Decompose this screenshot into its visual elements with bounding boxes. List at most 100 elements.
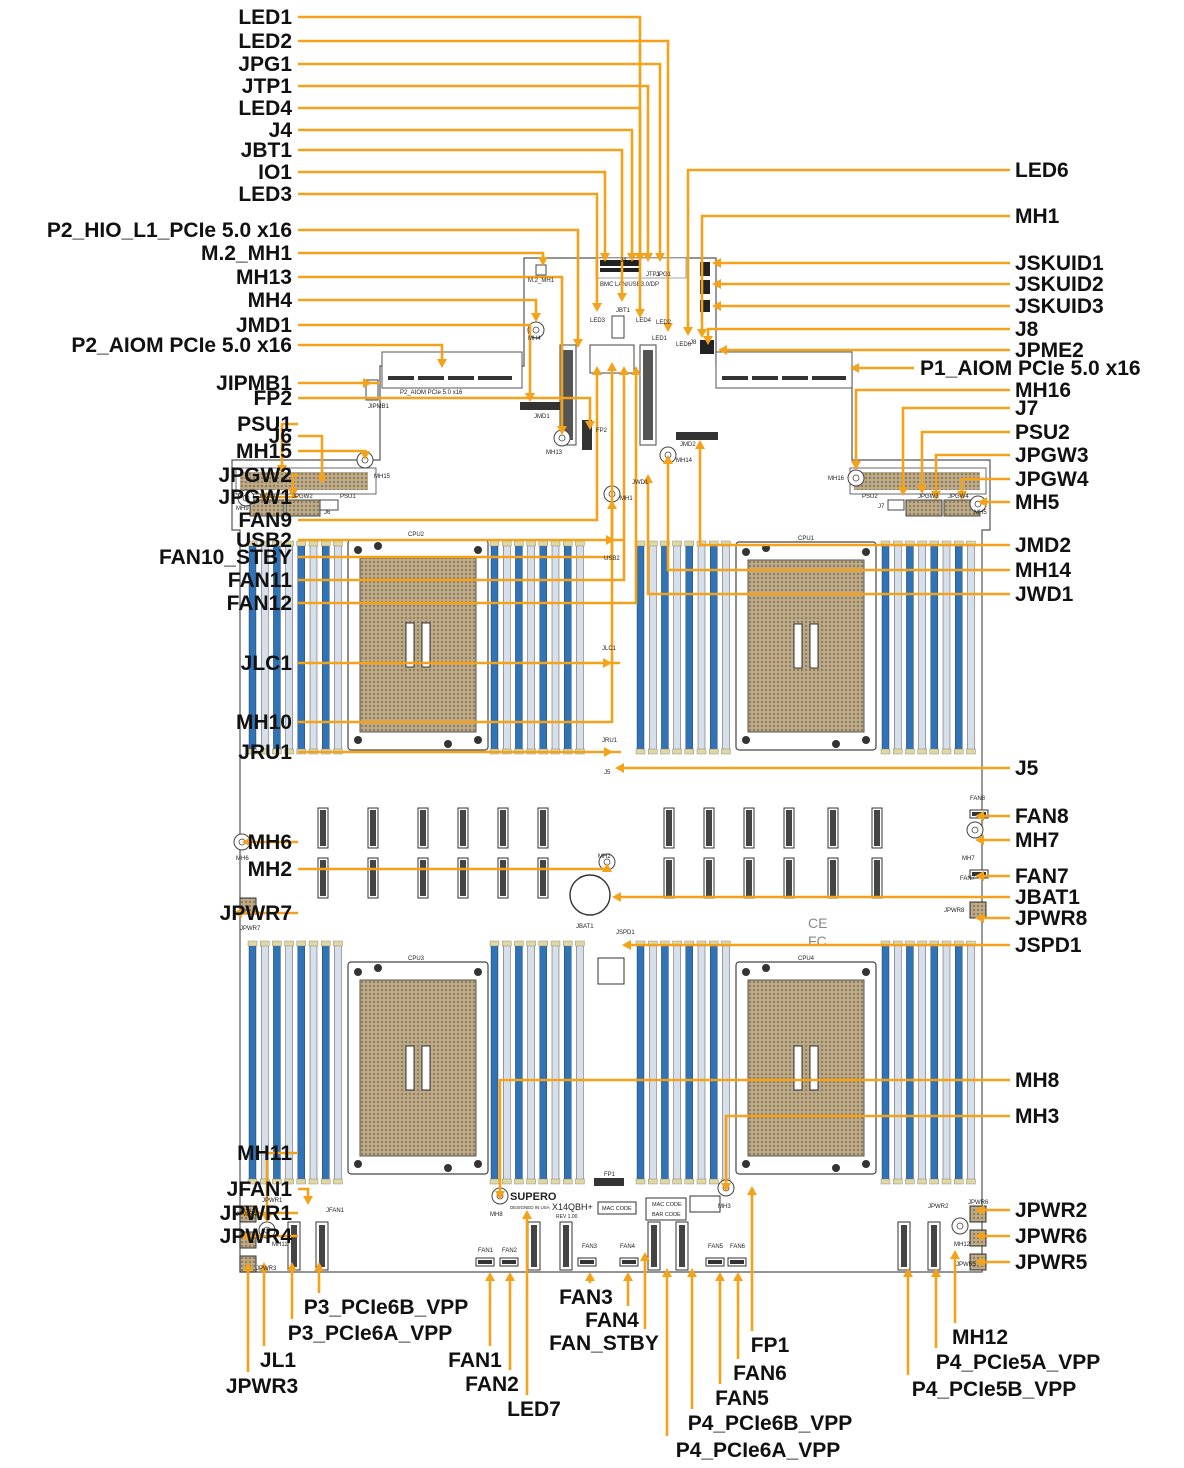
- leader-arrowhead: [712, 258, 721, 268]
- leader-line: [298, 374, 599, 522]
- mounting-hole-center: [263, 1226, 271, 1234]
- callout-fan6: FAN6: [733, 1362, 787, 1385]
- cpu-key: [421, 622, 431, 668]
- silk-led3: LED3: [590, 318, 606, 324]
- callout-fan11: FAN11: [228, 569, 293, 592]
- socket-screw: [474, 968, 482, 976]
- dimm-slot: [334, 544, 342, 751]
- callout-jpme2: JPME2: [1015, 339, 1084, 362]
- leader-line: [498, 1078, 1010, 1192]
- model-silk: X14QBH+: [552, 1202, 593, 1212]
- leader-arrowhead: [712, 301, 721, 311]
- leader-line: [298, 343, 444, 360]
- dimm-latch: [880, 748, 891, 755]
- leader-arrowhead: [643, 253, 653, 262]
- socket-screw: [762, 964, 770, 972]
- dimm-latch: [260, 1178, 270, 1185]
- cpu-key: [793, 623, 803, 669]
- dimm-slot: [942, 544, 951, 751]
- leader-arrowhead: [303, 1196, 313, 1205]
- cpu-key: [421, 1045, 431, 1091]
- leader-line: [298, 508, 614, 724]
- pcie-slot-contacts: [746, 860, 752, 896]
- dimm-latch: [929, 748, 939, 755]
- socket-screw: [374, 964, 382, 972]
- leader-arrowhead: [573, 339, 583, 348]
- leader-line: [265, 1151, 298, 1215]
- dimm-latch: [917, 1178, 927, 1185]
- dimm-latch: [284, 1178, 294, 1185]
- dimm-latch: [514, 1178, 524, 1185]
- callout-j4: J4: [269, 119, 293, 142]
- callout-jru1: JRU1: [238, 741, 292, 764]
- socket-screw: [354, 1160, 362, 1168]
- callout-p4-pcie5b-vpp: P4_PCIe5B_VPP: [912, 1378, 1077, 1401]
- dimm-slot: [955, 544, 963, 751]
- leader-arrowhead: [505, 1272, 515, 1281]
- leader-line: [666, 463, 1010, 572]
- dimm-slot: [942, 944, 951, 1181]
- dimm-slot: [490, 944, 499, 1181]
- rev-silk: REV 1.00: [556, 1214, 578, 1220]
- socket-screw: [354, 546, 362, 554]
- callout-fp2: FP2: [253, 387, 292, 410]
- callout-jpgw4: JPGW4: [1015, 468, 1089, 491]
- dimm-latch: [321, 540, 331, 547]
- leader-line: [298, 39, 670, 324]
- fan-header-pins: [730, 1260, 744, 1264]
- leader-arrowhead: [975, 1257, 984, 1267]
- dimm-latch: [514, 540, 524, 547]
- silk-jpwr5: JPWR5: [956, 1262, 977, 1268]
- leader-arrowhead: [485, 1272, 495, 1281]
- callout-fp1: FP1: [751, 1334, 790, 1357]
- dimm-latch: [247, 540, 258, 547]
- dimm-latch: [684, 540, 694, 547]
- callout-p1-aiom-pcie-5-0-x16: P1_AIOM PCIe 5.0 x16: [920, 357, 1141, 380]
- socket-screw: [354, 968, 362, 976]
- silk-usb2: USB2: [604, 556, 620, 562]
- callout-jpwr6: JPWR6: [1015, 1225, 1087, 1248]
- socket-screw: [474, 736, 482, 744]
- leader-arrowhead: [360, 451, 370, 460]
- dimm-latch: [893, 748, 903, 755]
- callout-jskuid2: JSKUID2: [1015, 273, 1104, 296]
- dimm-latch: [308, 540, 319, 547]
- dimm-latch: [272, 748, 282, 755]
- leader-arrowhead: [604, 747, 613, 757]
- socket-screw: [832, 740, 840, 748]
- dimm-latch: [672, 540, 682, 547]
- silk-mh6: MH6: [236, 856, 249, 862]
- callout-mh2: MH2: [248, 858, 292, 881]
- leader-arrowhead: [975, 1205, 984, 1215]
- mac-code-label: MAC CODE: [652, 1202, 682, 1208]
- silk-mh3: MH3: [718, 1204, 731, 1210]
- leader-arrowhead: [957, 491, 967, 500]
- dimm-latch: [648, 1178, 658, 1185]
- callout-mh6: MH6: [248, 831, 292, 854]
- silk-mh7: MH7: [962, 856, 975, 862]
- leader-arrowhead: [585, 1272, 595, 1281]
- mounting-hole-center: [971, 826, 979, 834]
- dimm-latch: [550, 540, 561, 547]
- socket-screw: [742, 1160, 750, 1168]
- dimm-slot: [661, 944, 669, 1181]
- leader-arrowhead: [712, 279, 721, 289]
- dimm-slot: [564, 944, 572, 1181]
- silk-jmd2: JMD2: [680, 442, 696, 448]
- silk-mh16: MH16: [828, 476, 845, 482]
- leader-line: [298, 323, 532, 394]
- leader-arrowhead: [607, 362, 617, 371]
- leader-arrowhead: [975, 811, 984, 821]
- dimm-latch: [635, 540, 646, 547]
- dimm-slot: [576, 544, 584, 751]
- dimm-slot: [636, 944, 645, 1181]
- callout-usb2: USB2: [236, 529, 292, 552]
- silk-fp1: FP1: [604, 1172, 616, 1178]
- leader-arrowhead: [314, 1262, 324, 1271]
- pcie-slot-contacts: [320, 860, 326, 896]
- leader-arrowhead: [258, 492, 267, 502]
- dimm-slot: [490, 544, 499, 751]
- dimm-latch: [296, 1178, 306, 1185]
- silk-jtp1: JTP1: [646, 272, 661, 278]
- dimm-latch: [709, 1178, 719, 1185]
